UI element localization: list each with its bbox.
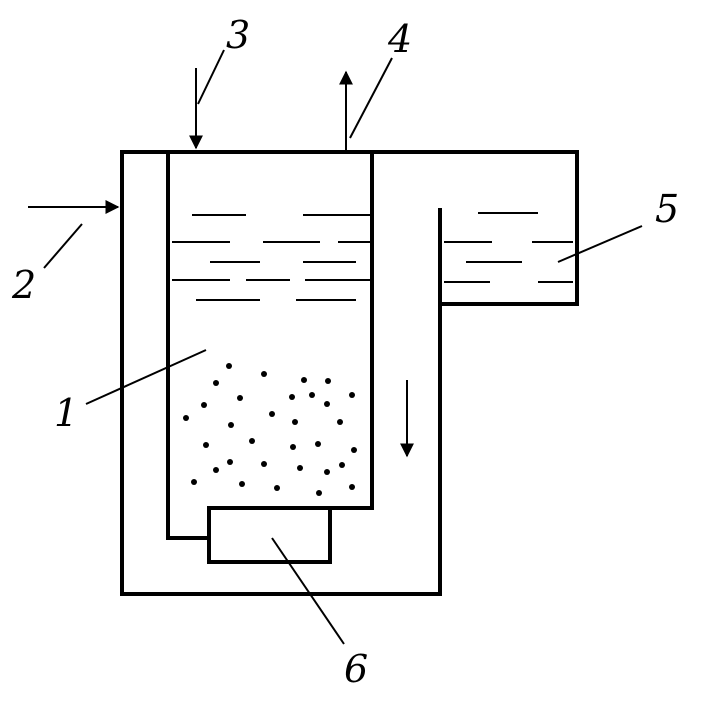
inner-tank xyxy=(166,152,209,540)
overflow-liquid xyxy=(444,212,573,283)
leader-line-6 xyxy=(271,537,345,645)
inner-tank-right-wall xyxy=(330,152,374,510)
inner-liquid xyxy=(172,214,370,301)
label-5: 5 xyxy=(655,187,679,231)
label-6: 6 xyxy=(344,647,368,691)
label-3: 3 xyxy=(226,13,250,57)
sediment-particles xyxy=(183,363,357,496)
leader-line-2 xyxy=(43,223,83,269)
leader-line-4 xyxy=(349,57,393,139)
label-1: 1 xyxy=(54,391,78,435)
leader-line-5 xyxy=(557,225,643,263)
label-2: 2 xyxy=(11,263,36,307)
outer-vessel xyxy=(120,150,579,596)
bottom-block xyxy=(207,506,332,564)
leader-line-1 xyxy=(85,349,207,405)
label-4: 4 xyxy=(387,17,412,61)
leader-line-3 xyxy=(197,49,225,105)
